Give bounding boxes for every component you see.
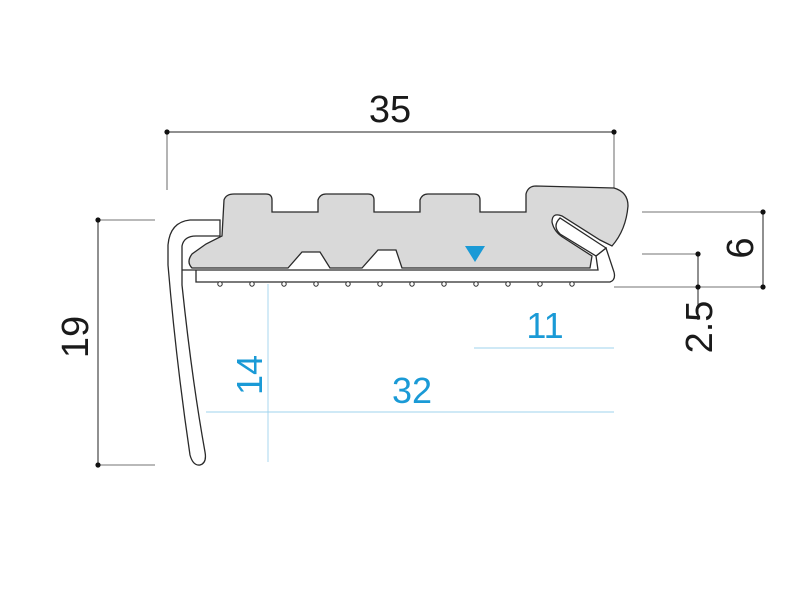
height-dim-dot-bottom xyxy=(95,462,101,468)
tread-depth-label: 32 xyxy=(392,370,432,411)
height-dim-dot-top xyxy=(95,217,101,223)
blue-reference-dimensions: 14 32 11 xyxy=(206,284,614,462)
overall-height-label: 19 xyxy=(55,316,97,358)
insert-height-dimension: 6 2.5 xyxy=(614,209,766,353)
nose-height-label: 14 xyxy=(229,355,270,395)
lip-offset-label: 2.5 xyxy=(679,301,721,354)
insert-height-label: 6 xyxy=(720,237,762,258)
overall-width-dimension: 35 xyxy=(164,89,617,190)
insert-dim-dot-top xyxy=(760,209,766,215)
overall-width-label: 35 xyxy=(369,89,411,131)
insert-width-label: 11 xyxy=(526,305,563,346)
insert-dim-dot-bottom xyxy=(760,284,766,290)
tread-bumps xyxy=(217,281,575,287)
width-dim-dot-right xyxy=(611,129,617,135)
profile-right-hook xyxy=(555,217,608,257)
aluminium-profile xyxy=(167,217,616,466)
lip-dim-dot-bottom xyxy=(695,284,701,290)
profile-nose-leg xyxy=(167,219,221,466)
lip-dim-dot-top xyxy=(695,251,701,257)
grey-insert xyxy=(188,185,629,269)
overall-height-dimension: 19 xyxy=(55,217,155,468)
width-dim-dot-left xyxy=(164,129,170,135)
triangle-down-marker xyxy=(465,246,485,262)
